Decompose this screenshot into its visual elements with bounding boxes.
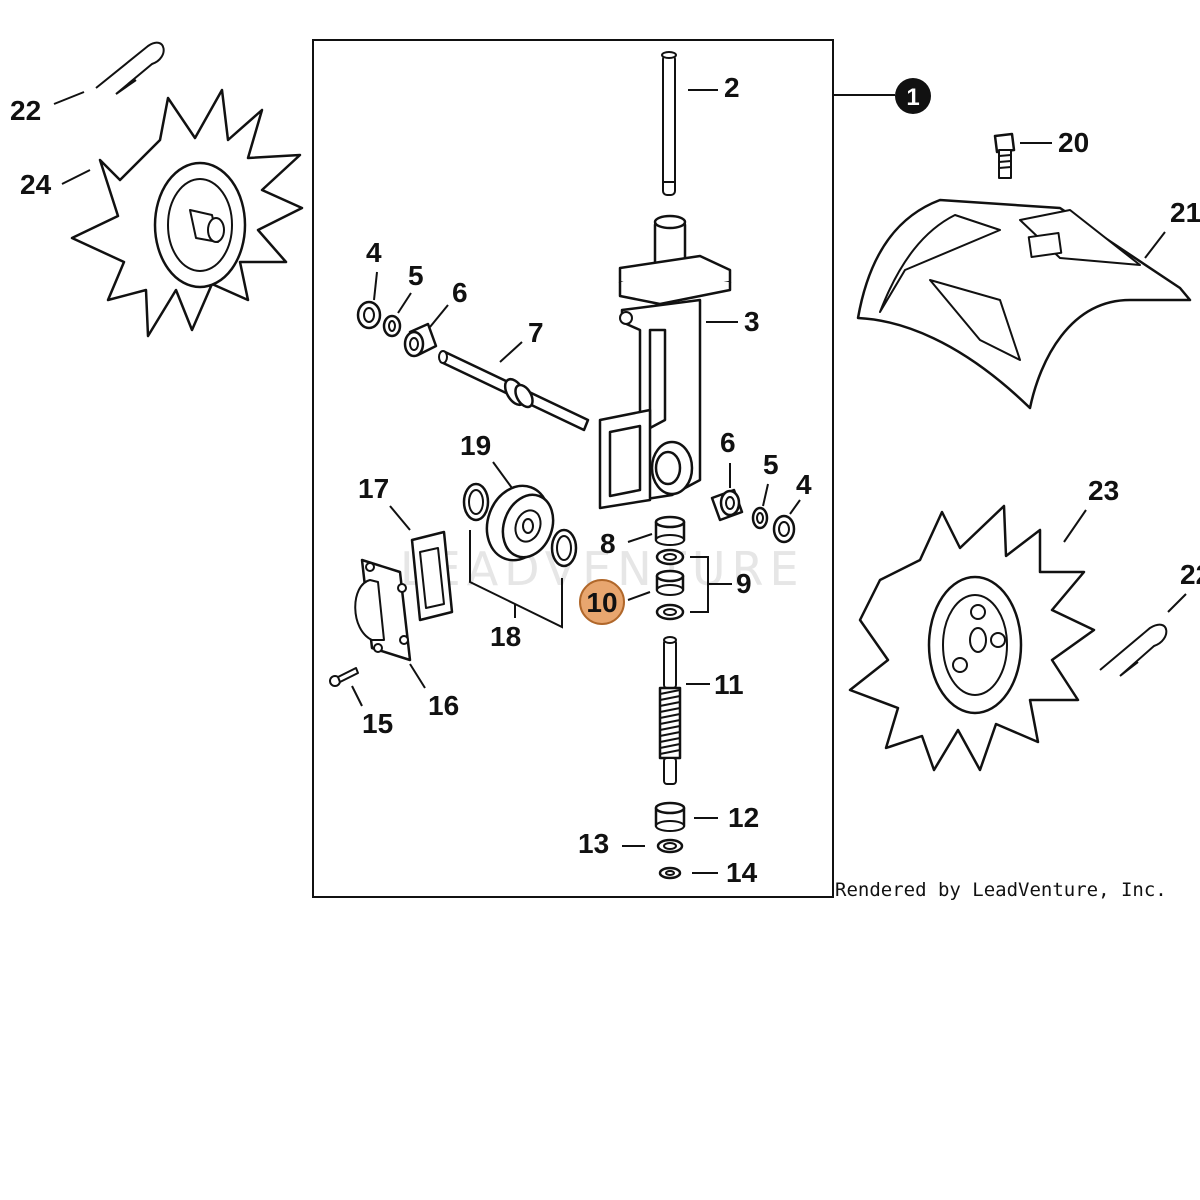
part-22-hairpin-right[interactable] <box>1099 623 1168 677</box>
label-20[interactable]: 20 <box>1058 127 1089 158</box>
part-21-shield[interactable] <box>856 198 1192 410</box>
label-7[interactable]: 7 <box>528 317 544 348</box>
part-23-tine[interactable] <box>848 504 1096 772</box>
part-20-bolt[interactable] <box>993 132 1016 179</box>
part-4-seal-left[interactable] <box>356 300 382 330</box>
label-22-left[interactable]: 22 <box>10 95 41 126</box>
label-5-left[interactable]: 5 <box>408 260 424 291</box>
part-9-washer-bottom[interactable] <box>655 603 685 621</box>
label-4-left[interactable]: 4 <box>366 237 382 268</box>
label-10[interactable]: 10 <box>586 587 617 618</box>
part-22-hairpin-left[interactable] <box>95 41 165 95</box>
label-6-left[interactable]: 6 <box>452 277 468 308</box>
label-11[interactable]: 11 <box>714 669 744 700</box>
label-24[interactable]: 24 <box>20 169 52 200</box>
part-5-washer-right[interactable] <box>751 506 769 530</box>
part-5-washer-left[interactable] <box>382 314 402 338</box>
label-6-right[interactable]: 6 <box>720 427 736 458</box>
part-17-gasket[interactable] <box>410 530 454 622</box>
label-5-right[interactable]: 5 <box>763 449 779 480</box>
label-19[interactable]: 19 <box>460 430 491 461</box>
part-4-seal-right[interactable] <box>772 514 796 544</box>
part-11-threaded-shaft[interactable] <box>658 636 682 785</box>
part-12-bushing[interactable] <box>654 801 686 832</box>
part-6-bushing-right[interactable] <box>710 488 744 522</box>
label-18[interactable]: 18 <box>490 621 521 652</box>
label-23[interactable]: 23 <box>1088 475 1119 506</box>
label-13[interactable]: 13 <box>578 828 609 859</box>
label-16[interactable]: 16 <box>428 690 459 721</box>
part-7-shaft[interactable] <box>438 350 590 432</box>
credit-text: Rendered by LeadVenture, Inc. <box>835 879 1167 901</box>
label-17[interactable]: 17 <box>358 473 389 504</box>
part-19-pulley[interactable] <box>477 477 562 569</box>
callout-10-highlight[interactable] <box>579 579 625 625</box>
label-9[interactable]: 9 <box>736 568 752 599</box>
label-12[interactable]: 12 <box>728 802 759 833</box>
label-2[interactable]: 2 <box>724 72 740 103</box>
part-14-retaining-ring[interactable] <box>658 866 682 880</box>
label-15[interactable]: 15 <box>362 708 393 739</box>
label-8[interactable]: 8 <box>600 528 616 559</box>
label-3[interactable]: 3 <box>744 306 760 337</box>
part-16-cover[interactable] <box>354 558 412 662</box>
part-9-washer-top[interactable] <box>655 548 685 566</box>
callout-1-label: 1 <box>906 84 919 111</box>
part-2-pin[interactable] <box>661 51 677 196</box>
part-13-washer[interactable] <box>656 838 684 854</box>
callout-1-badge[interactable] <box>895 78 931 114</box>
part-18-o-rings[interactable] <box>462 482 578 568</box>
label-21[interactable]: 21 <box>1170 197 1200 228</box>
part-9-bushing-mid[interactable] <box>655 569 685 596</box>
part-24-tine[interactable] <box>70 88 304 338</box>
part-15-screw[interactable] <box>329 667 359 687</box>
part-6-bushing-left[interactable] <box>403 322 438 358</box>
label-22-right[interactable]: 22 <box>1180 559 1200 590</box>
part-3-bracket[interactable] <box>598 214 732 510</box>
part-8-bushing[interactable] <box>654 515 686 546</box>
label-14[interactable]: 14 <box>726 857 758 888</box>
assembly-frame <box>312 39 834 898</box>
label-4-right[interactable]: 4 <box>796 469 812 500</box>
